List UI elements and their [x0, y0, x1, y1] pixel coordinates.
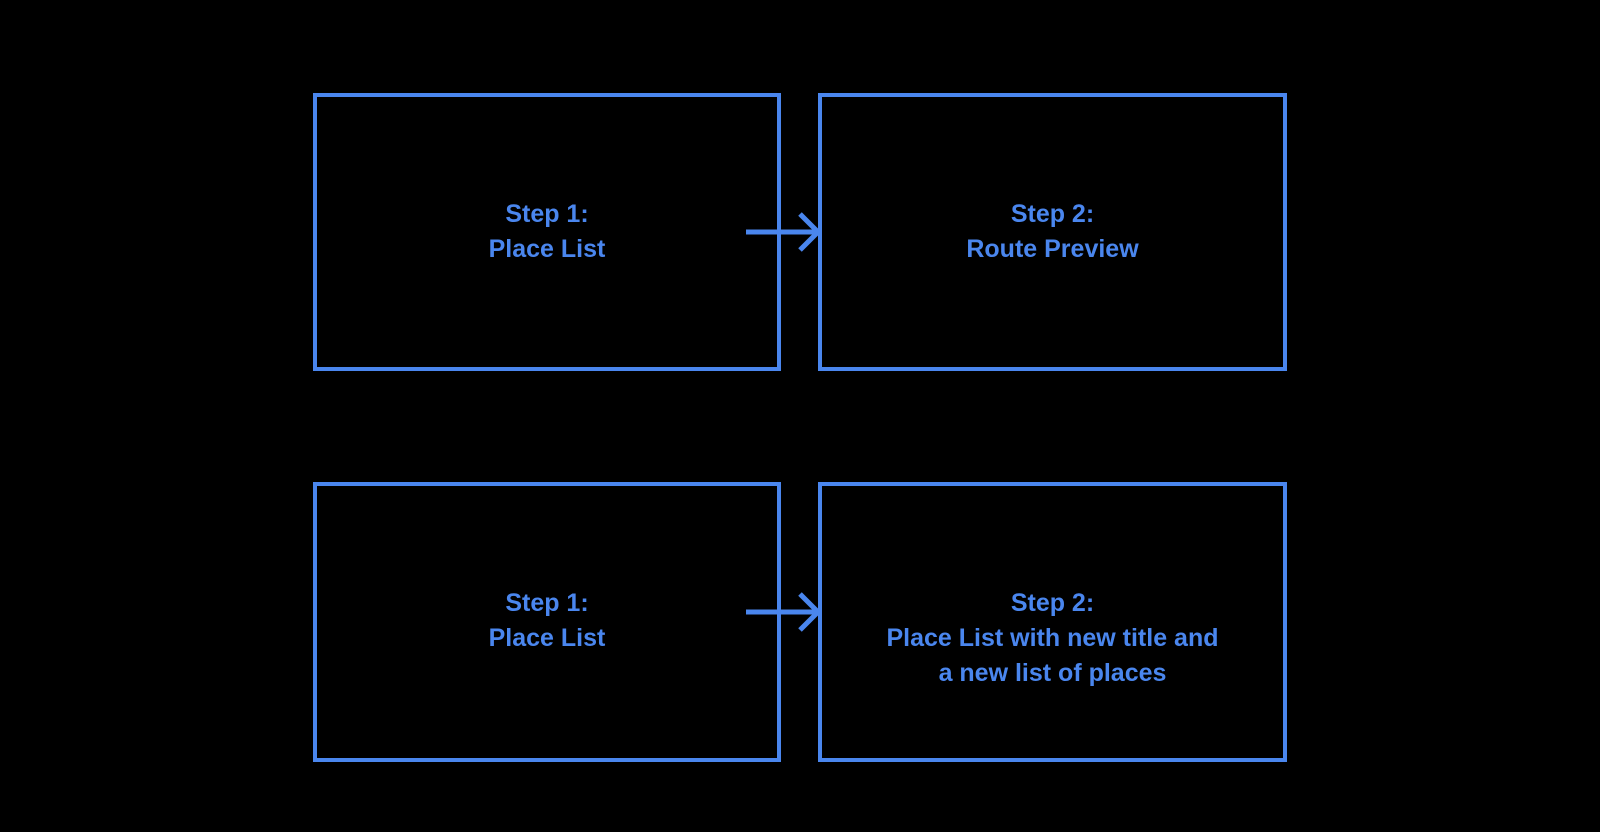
- box-label: Step 1: Place List: [489, 586, 606, 656]
- flow-box-step2-new-place-list: Step 2: Place List with new title and a …: [818, 482, 1287, 762]
- box-label-line: Step 2:: [1010, 200, 1095, 228]
- box-label: Step 2: Place List with new title and a …: [886, 586, 1218, 691]
- box-label: Step 2: Route Preview: [966, 197, 1138, 267]
- connector-arrow-right-icon: [746, 592, 822, 632]
- flow-box-step2-route-preview: Step 2: Route Preview: [818, 93, 1287, 371]
- box-label-line: Route Preview: [966, 235, 1139, 263]
- box-label-line: Place List with new title and: [886, 624, 1219, 652]
- box-label-line: Step 1:: [505, 589, 589, 617]
- box-label-line: Step 1:: [505, 200, 589, 228]
- box-label-line: a new list of places: [938, 659, 1167, 687]
- box-label-line: Place List: [488, 624, 606, 652]
- flow-box-step1-place-list-2: Step 1: Place List: [313, 482, 781, 762]
- connector-arrow-right-icon: [746, 212, 822, 252]
- box-label: Step 1: Place List: [489, 197, 606, 267]
- flow-box-step1-place-list: Step 1: Place List: [313, 93, 781, 371]
- box-label-line: Place List: [488, 235, 606, 263]
- box-label-line: Step 2:: [1010, 589, 1095, 617]
